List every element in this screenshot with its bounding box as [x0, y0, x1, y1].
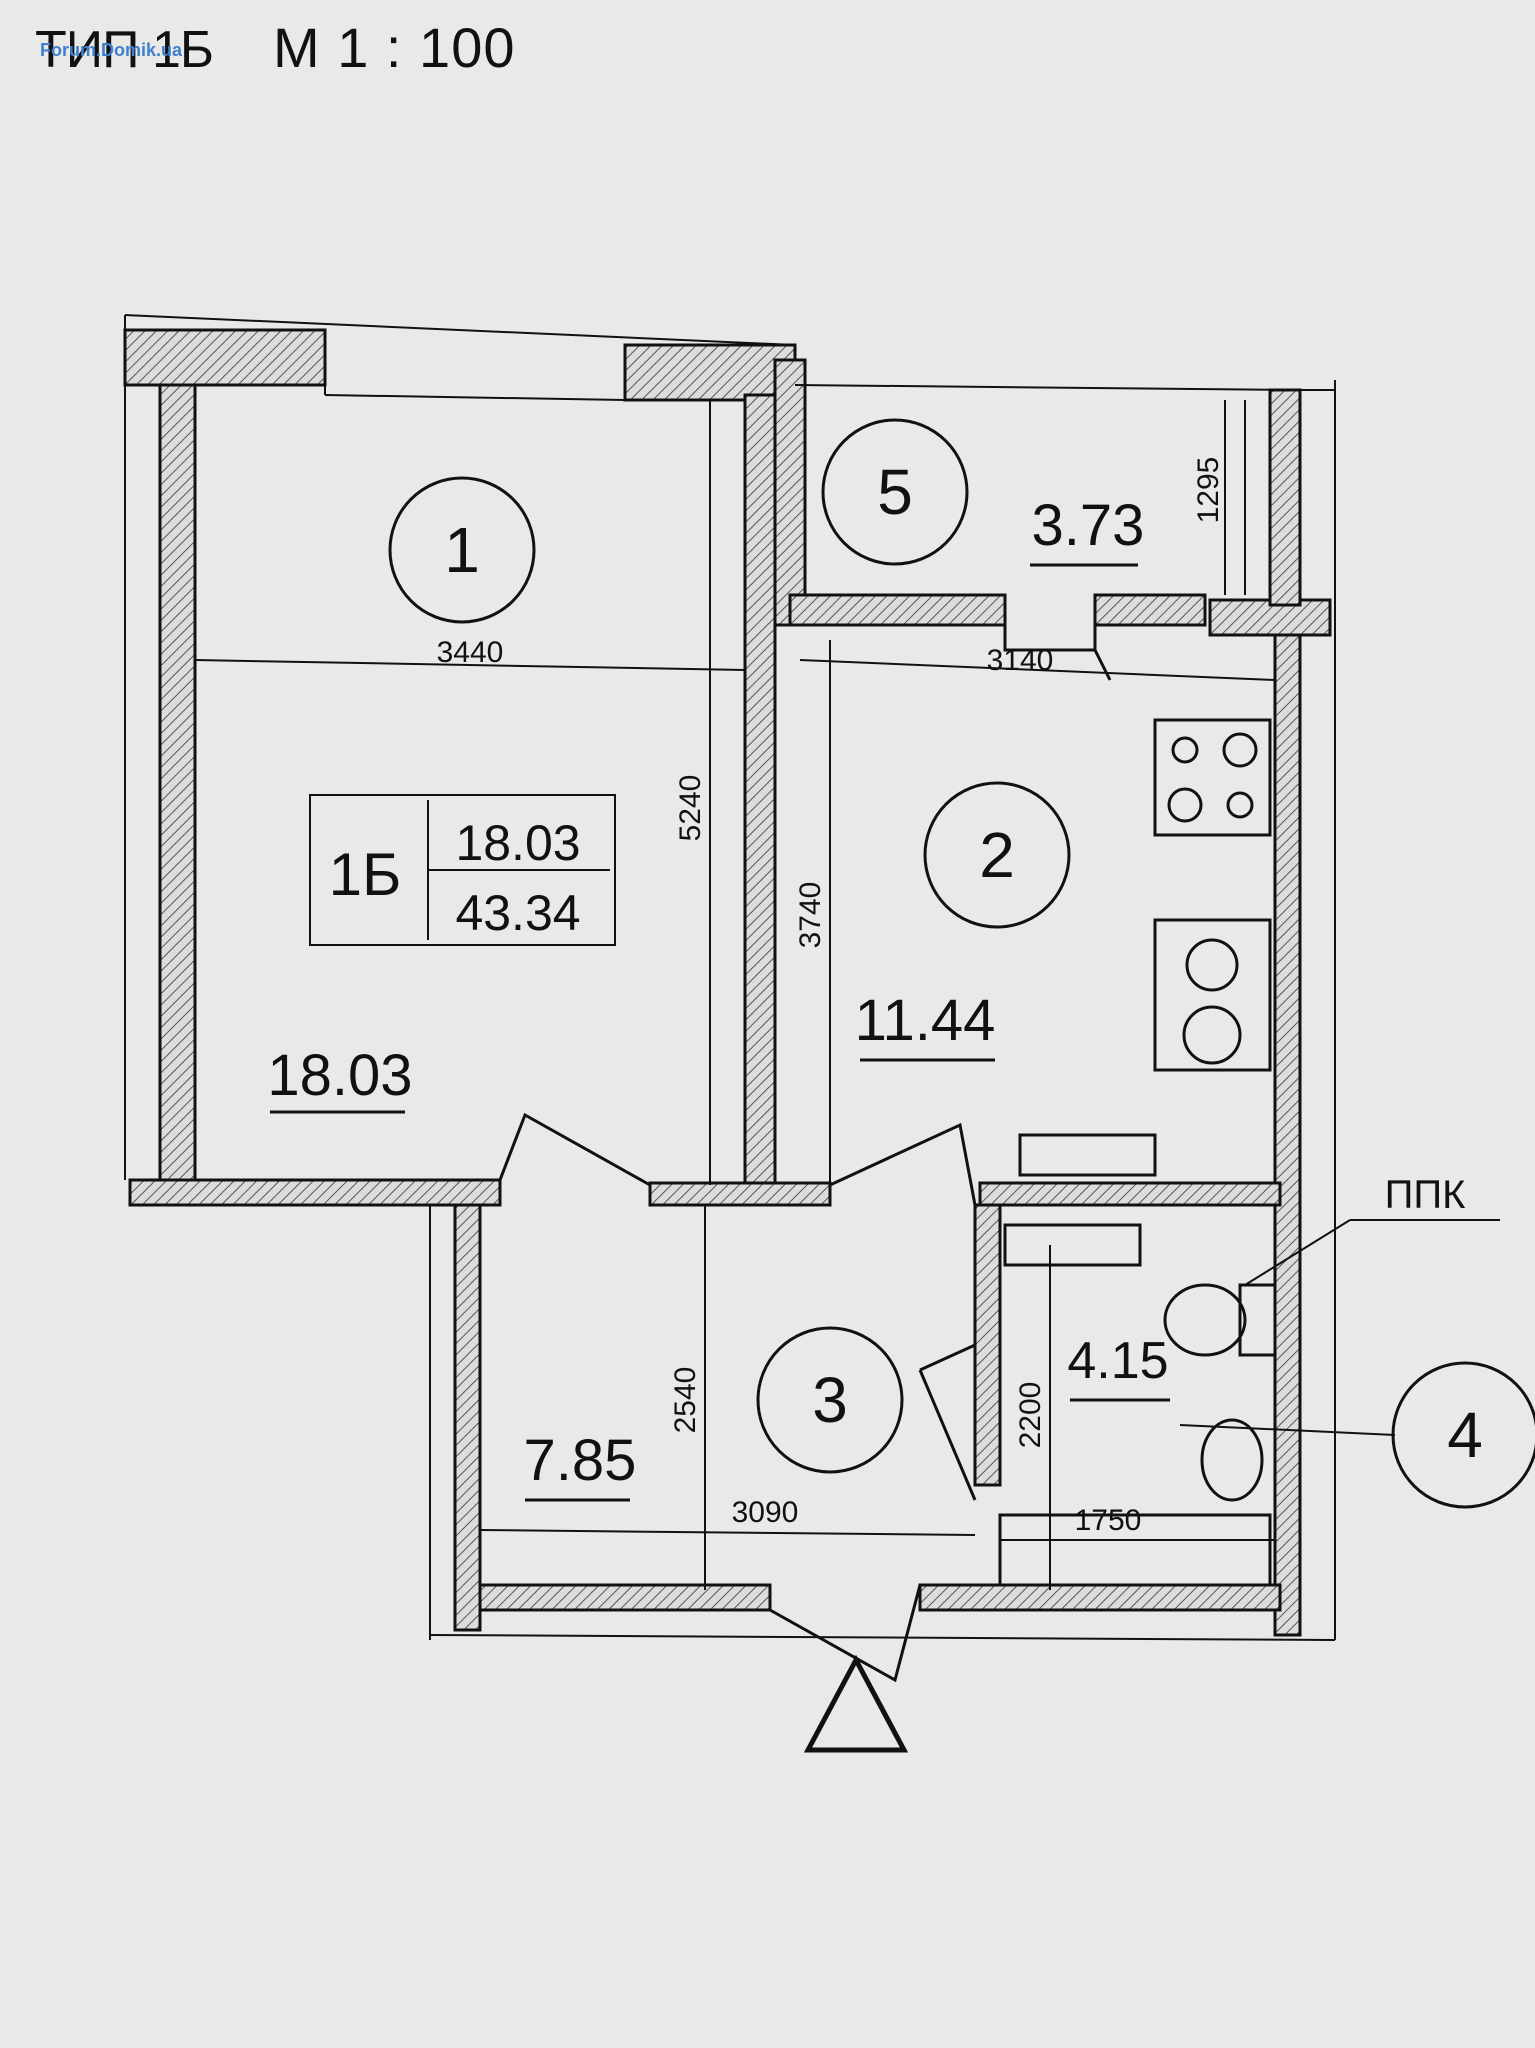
wall-balcony-right [1268, 388, 1302, 607]
room-3-number: 3 [812, 1364, 848, 1436]
dim-room2-width: 3140 [987, 644, 1054, 677]
wall-room1-room2 [743, 393, 777, 1187]
wall-top-left [123, 328, 327, 387]
radiator-icon [1003, 1223, 1142, 1267]
room-markers [388, 418, 1535, 1509]
burner-icon [1226, 791, 1254, 819]
plan-scale-label: М 1 : 100 [273, 16, 516, 79]
room-3-circle [756, 1326, 904, 1474]
room-5-area: 3.73 [1032, 493, 1145, 558]
dim-balcony-depth: 1295 [1192, 457, 1225, 524]
door-room1 [498, 1112, 651, 1187]
plan-type-label: ТИП 1Б [35, 21, 214, 79]
total-area: 43.34 [455, 885, 580, 941]
doors [498, 600, 1112, 1683]
dim-hall-width: 3090 [732, 1496, 799, 1529]
apartment-summary: 1Б 18.03 43.34 [309, 794, 616, 946]
door-bath [918, 1343, 977, 1501]
door-kitchen [829, 1122, 977, 1206]
toilet-icon [1163, 1283, 1247, 1357]
stove-icon [1153, 718, 1272, 837]
room-4-circle [1391, 1361, 1535, 1509]
room-2-circle [923, 781, 1071, 929]
room-1-circle [388, 476, 536, 624]
room-3-area: 7.85 [524, 1428, 637, 1493]
watermark: Forum.Domik.ua [40, 40, 183, 60]
room-5-number: 5 [877, 456, 913, 528]
dim-hall-length: 2540 [669, 1367, 702, 1434]
room-2-area: 11.44 [855, 988, 996, 1053]
dim-room1-width: 3440 [437, 636, 504, 669]
outline-lines [124, 314, 1336, 1641]
burner-icon [1222, 732, 1258, 768]
wall-bath-left [973, 1203, 1002, 1487]
summary-box [309, 794, 616, 946]
wall-kitchen-top-left [788, 593, 1007, 627]
walls [123, 328, 1332, 1637]
wall-top-right [623, 343, 797, 402]
burner-icon [1171, 736, 1199, 764]
room4-leader [1179, 1424, 1396, 1436]
wall-balcony-left [773, 358, 807, 627]
sink-drain-icon [1182, 1005, 1242, 1065]
sink-icon [1153, 918, 1272, 1072]
burner-icon [1167, 787, 1203, 823]
plan-header: ТИП 1Б М 1 : 100 [35, 0, 515, 80]
room-4-number: 4 [1447, 1399, 1483, 1471]
kitchen-equipment [1003, 718, 1272, 1267]
dim-room2-length: 3740 [794, 882, 827, 949]
apartment-code: 1Б [329, 841, 402, 908]
entrance-triangle-icon [803, 1654, 909, 1753]
wall-left [158, 383, 197, 1182]
room-4-area: 4.15 [1067, 1332, 1168, 1390]
ppk-leader [1244, 1219, 1351, 1286]
bathtub-icon [998, 1513, 1272, 1587]
toilet-tank-icon [1238, 1283, 1277, 1357]
dim-bath-length: 2200 [1014, 1382, 1047, 1449]
room-1-area: 18.03 [267, 1043, 412, 1108]
living-area: 18.03 [455, 815, 580, 871]
dim-room1-length: 5240 [674, 775, 707, 842]
wall-room1-bottom-right [648, 1181, 832, 1207]
wall-kitchen-bottom [978, 1181, 1282, 1207]
bath-fixtures [998, 1283, 1277, 1587]
door-balcony [1003, 600, 1112, 681]
wall-right [1273, 633, 1302, 1637]
washbasin-icon [1200, 1418, 1264, 1502]
door-entrance [769, 1584, 922, 1683]
ppk-label: ППК [1385, 1173, 1467, 1217]
room-5-circle [821, 418, 969, 566]
dimension-lines [479, 400, 1275, 1590]
room-2-number: 2 [979, 819, 1015, 891]
wall-room1-bottom [128, 1178, 502, 1207]
wall-kitchen-top-mid [1093, 593, 1207, 627]
dim-bath-width: 1750 [1075, 1504, 1142, 1537]
sink-bowl-icon [1185, 938, 1239, 992]
radiator-icon [1018, 1133, 1157, 1177]
wall-hall-bottom [478, 1583, 772, 1612]
wall-hall-left [453, 1203, 482, 1632]
room-1-number: 1 [444, 514, 480, 586]
wall-bath-bottom [918, 1583, 1282, 1612]
